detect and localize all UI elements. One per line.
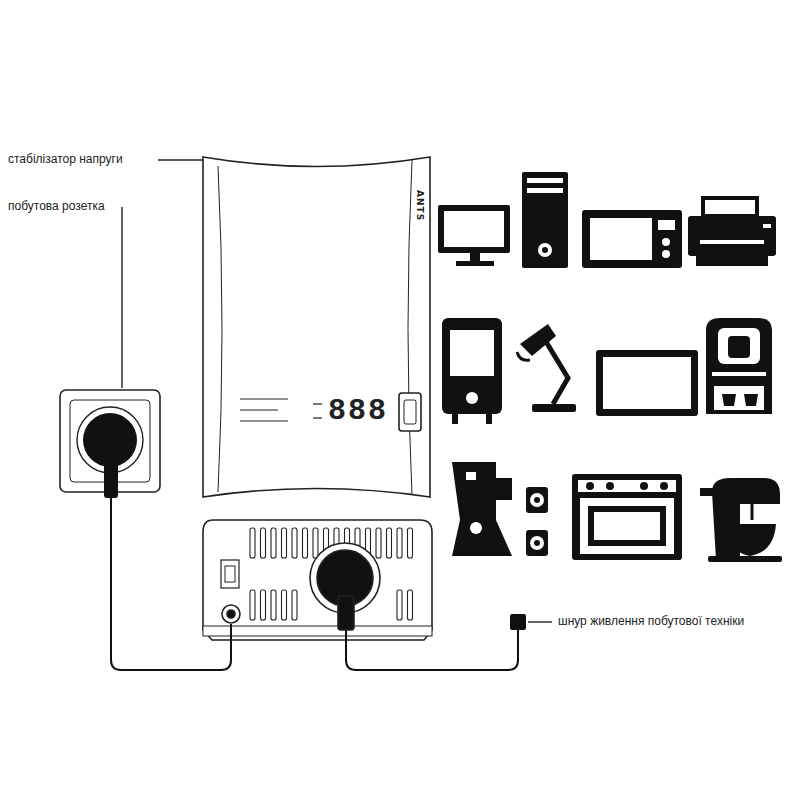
vent-slot <box>250 528 255 558</box>
vent-slot <box>313 528 318 558</box>
vent-slot <box>397 528 402 558</box>
vent-slot <box>397 590 402 620</box>
appliance-plug <box>510 614 526 630</box>
vent-slot <box>387 528 392 558</box>
callout-label: побутова розетка <box>6 199 107 213</box>
vent-slot <box>408 528 413 558</box>
callout-label: шнур живлення побутової техніки <box>556 614 746 628</box>
vent-slot <box>261 528 266 558</box>
vent-slot <box>271 528 276 558</box>
vent-slot <box>271 590 276 620</box>
vent-slot <box>261 590 266 620</box>
stabilizer-front <box>203 157 430 497</box>
appliance-icons <box>438 172 782 562</box>
stabilizer-rear <box>203 520 432 640</box>
wall-socket <box>60 390 160 498</box>
brand-logo: ANTS <box>414 188 425 223</box>
vent-slot <box>292 590 297 620</box>
callout-label: стабілізатор напруги <box>6 152 125 166</box>
vent-slot <box>303 528 308 558</box>
vent-slot <box>292 528 297 558</box>
display-digits: 888 <box>326 393 390 429</box>
vent-slot <box>282 528 287 558</box>
vent-slot <box>250 590 255 620</box>
vent-slot <box>376 528 381 558</box>
vent-slot <box>282 590 287 620</box>
power-cables <box>111 496 518 670</box>
vent-slot <box>408 590 413 620</box>
